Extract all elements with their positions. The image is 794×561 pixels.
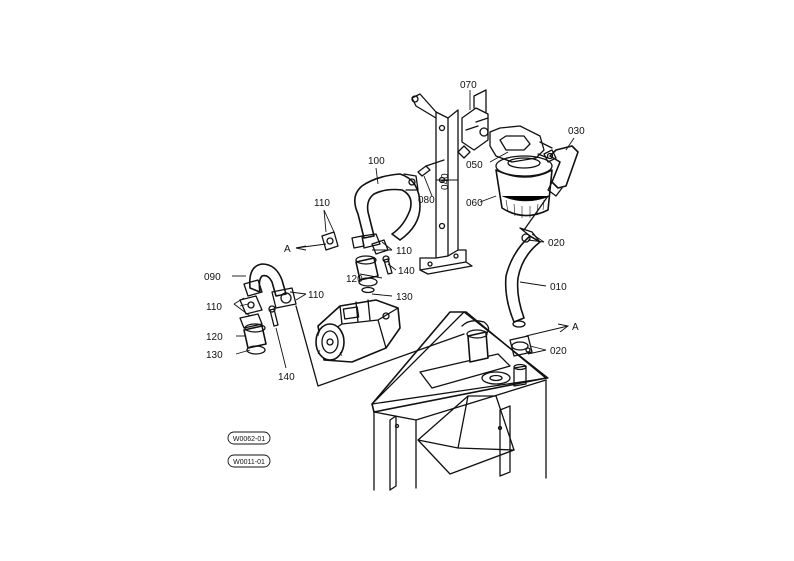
label-110c: 110 [206,302,222,313]
label-020a: 020 [548,238,565,249]
reference-badge-1 [227,431,271,445]
label-120a: 120 [346,274,363,285]
label-A-top: A [284,244,291,255]
label-140a: 140 [398,266,415,277]
label-130b: 130 [206,350,223,361]
label-040: 040 [440,173,451,190]
pump-suction-hose [243,263,297,309]
part-labels: 070 030 050 100 040 080 060 110 A 110 02… [204,80,585,383]
label-A-bottom: A [572,322,579,333]
label-110a: 110 [314,198,330,209]
filter-cartridge [495,155,553,218]
delivery-hose [354,173,421,249]
tank-return-fitting [509,335,533,357]
mounting-bracket [411,93,473,275]
label-110b: 110 [396,246,412,257]
label-010: 010 [550,282,567,293]
elbow-fitting [543,145,579,197]
label-100: 100 [368,156,385,167]
label-140b: 140 [278,372,295,383]
label-130a: 130 [396,292,413,303]
label-070: 070 [460,80,477,91]
hose-clamps-upper [321,231,389,255]
label-110d: 110 [308,290,324,301]
leader-lines [232,90,575,369]
reference-badge-2 [227,454,271,468]
suction-hose [504,195,549,328]
label-050: 050 [466,160,483,171]
reference-badge-1-text: W0062-01 [233,436,265,443]
label-060: 060 [466,198,483,209]
label-120b: 120 [206,332,223,343]
hydraulic-tank [371,311,549,491]
hydraulic-pump [295,299,465,387]
label-030: 030 [568,126,585,137]
label-090: 090 [204,272,221,283]
label-020b: 020 [550,346,567,357]
reference-badges: W0062-01 W0011-01 [227,431,271,468]
reference-badge-2-text: W0011-01 [233,459,265,466]
label-080: 080 [418,195,435,206]
filter-head [417,89,553,177]
hose-clamps-lower [239,295,279,355]
